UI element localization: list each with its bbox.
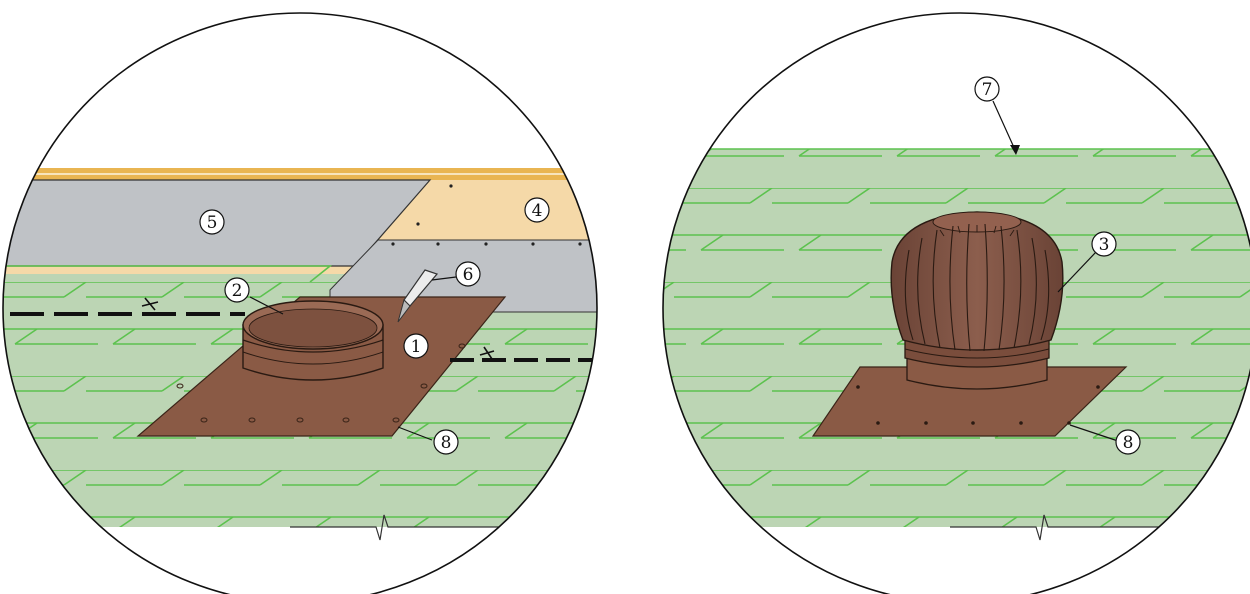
- svg-text:5: 5: [207, 213, 218, 233]
- svg-text:8: 8: [1123, 433, 1134, 453]
- svg-text:2: 2: [232, 281, 243, 301]
- svg-text:3: 3: [1099, 235, 1110, 255]
- callout-8-right: 8: [1116, 430, 1140, 454]
- callout-6: 6: [456, 262, 480, 286]
- callout-1: 1: [404, 334, 428, 358]
- svg-text:8: 8: [441, 433, 452, 453]
- left-detail: 1 2 4 5 6 8: [0, 13, 600, 594]
- svg-text:1: 1: [411, 337, 422, 357]
- callout-8-left: 8: [434, 430, 458, 454]
- vent-collar: [243, 301, 383, 380]
- callout-3: 3: [1092, 232, 1116, 256]
- callout-5: 5: [200, 210, 224, 234]
- turbine-vent: [891, 212, 1063, 389]
- svg-text:6: 6: [463, 265, 474, 285]
- svg-text:4: 4: [532, 201, 543, 221]
- right-detail: 7 3 8: [660, 13, 1250, 594]
- callout-7: 7: [975, 77, 999, 101]
- callout-2: 2: [225, 278, 249, 302]
- svg-text:7: 7: [982, 80, 993, 100]
- callout-4: 4: [525, 198, 549, 222]
